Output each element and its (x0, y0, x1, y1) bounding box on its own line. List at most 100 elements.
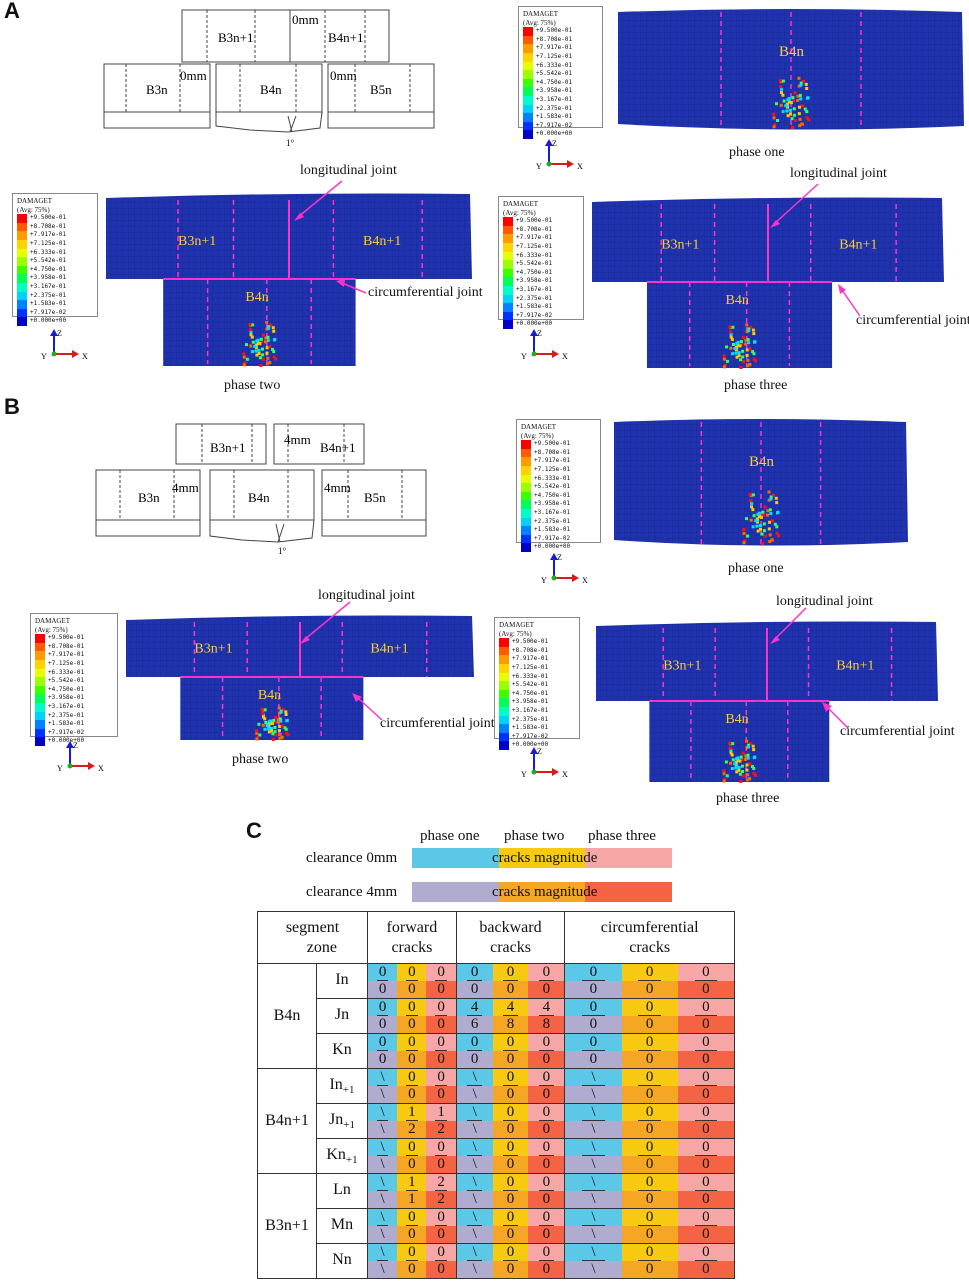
count-clearance-0mm: 0 (621, 1244, 678, 1261)
legend-entry: +8.708e-01 (35, 642, 113, 652)
count-clearance-4mm: 0 (528, 1051, 565, 1068)
legend-entry: +1.583e-01 (523, 113, 598, 122)
count-clearance-4mm: 0 (397, 1261, 427, 1278)
damage-legend: DAMAGET (Avg: 75%) +9.500e-01+8.708e-01+… (12, 193, 98, 326)
legend-entry: +1.583e-01 (17, 300, 93, 309)
label-b5n: B5n (370, 82, 392, 97)
legend-swatch (17, 257, 27, 266)
legend-swatch (503, 268, 513, 278)
legend-swatch (35, 685, 45, 695)
gap-left: 0mm (180, 68, 207, 83)
axis-z: Z (557, 553, 562, 562)
legend-swatch (35, 677, 45, 686)
legend-value: +5.542e-01 (516, 260, 553, 268)
legend-swatch (523, 70, 533, 79)
legend-value: +4.750e-01 (516, 268, 553, 276)
circumferential-joint-label: circumferential joint (856, 313, 969, 328)
legend-entry: +7.917e-02 (17, 308, 93, 318)
legend-avg: (Avg: 75%) (35, 625, 68, 634)
legend-swatch (499, 715, 509, 725)
phase-header: phase one (420, 828, 480, 844)
legend-entry: +7.917e-02 (523, 121, 598, 131)
count-clearance-4mm: 0 (426, 1016, 456, 1033)
legend-entry: +8.708e-01 (499, 646, 575, 656)
legend-swatch (499, 724, 509, 733)
legend-swatch (521, 534, 531, 544)
legend-value: +6.333e-01 (48, 668, 85, 676)
legend-entry: +9.500e-01 (35, 634, 113, 643)
count-clearance-4mm: 0 (621, 981, 678, 998)
legend-entry: +9.500e-01 (499, 638, 575, 647)
caption-a-phase-three: phase three (724, 378, 788, 393)
count-clearance-4mm: 0 (528, 1261, 565, 1278)
damage-legend: DAMAGET (Avg: 75%) +9.500e-01+8.708e-01+… (30, 613, 118, 746)
legend-value: +0.000e+00 (534, 543, 571, 551)
col-header-backward: backward cracks (455, 911, 566, 964)
legend-title: DAMAGET (521, 423, 556, 431)
legend-entry: +3.958e-01 (35, 694, 113, 703)
caption-b-phase-three: phase three (716, 791, 780, 806)
count-clearance-0mm: 0 (677, 964, 734, 981)
legend-swatch (521, 517, 531, 527)
legend-entry: +9.500e-01 (17, 214, 93, 223)
axis-x: X (562, 770, 568, 779)
legend-value: +2.375e-01 (534, 517, 571, 525)
count-clearance-0mm: 0 (426, 1209, 456, 1226)
crack-cluster (722, 739, 757, 783)
longitudinal-joint-label: longitudinal joint (300, 163, 397, 178)
segment-label-right: B4n+1 (370, 641, 408, 656)
legend-entry: +2.375e-01 (523, 104, 598, 114)
label-b4n: B4n (260, 82, 282, 97)
legend-swatch (521, 500, 531, 509)
count-clearance-4mm: 0 (621, 1086, 678, 1103)
legend-value: +7.125e-01 (536, 52, 573, 60)
zone-cell: Mn (316, 1208, 368, 1244)
legend-entry: +1.583e-01 (35, 720, 113, 729)
count-clearance-4mm: 0 (492, 1086, 529, 1103)
count-clearance-4mm: 0 (426, 1086, 456, 1103)
legend-entry: +9.500e-01 (523, 27, 598, 36)
legend-entry: +0.000e+00 (521, 543, 596, 552)
label-b3n: B3n (138, 490, 160, 505)
legend-entry: +5.542e-01 (521, 483, 596, 492)
legend-swatch (17, 274, 27, 283)
legend-swatch (35, 634, 45, 643)
count-clearance-4mm: 0 (565, 1016, 622, 1033)
count-clearance-0mm: 4 (456, 999, 493, 1016)
legend-value: +6.333e-01 (512, 672, 549, 680)
legend-value: +7.917e-02 (536, 121, 573, 129)
count-clearance-0mm: 0 (426, 1069, 456, 1086)
corner-top: segment (285, 918, 340, 936)
count-clearance-4mm: 0 (621, 1051, 678, 1068)
count-clearance-0mm: 1 (397, 1174, 427, 1191)
count-clearance-0mm: 0 (492, 1209, 529, 1226)
legend-swatch (521, 465, 531, 475)
legend-value: +3.958e-01 (48, 694, 85, 702)
legend-swatch (521, 526, 531, 535)
legend-entry: +4.750e-01 (35, 685, 113, 695)
legend-scale: +9.500e-01+8.708e-01+7.917e-01+7.125e-01… (523, 27, 598, 139)
legend-entry: +7.917e-02 (503, 311, 579, 321)
segment-label-left: B3n+1 (661, 238, 699, 253)
count-clearance-4mm: \ (456, 1191, 493, 1208)
count-clearance-0mm: 0 (426, 999, 456, 1016)
count-clearance-4mm: 0 (492, 1261, 529, 1278)
legend-swatch (503, 225, 513, 235)
legend-entry: +3.167e-01 (499, 706, 575, 716)
legend-value: +7.917e-02 (512, 732, 549, 740)
bar-text: cracks magnitude (492, 850, 598, 866)
legend-scale: +9.500e-01+8.708e-01+7.917e-01+7.125e-01… (503, 217, 579, 329)
legend-swatch (521, 491, 531, 501)
count-clearance-0mm: \ (565, 1139, 622, 1156)
count-clearance-0mm: 0 (397, 999, 427, 1016)
legend-swatch (503, 294, 513, 304)
count-clearance-0mm: 0 (426, 964, 456, 981)
count-clearance-0mm: 0 (368, 999, 398, 1016)
count-clearance-4mm: 0 (426, 1051, 456, 1068)
